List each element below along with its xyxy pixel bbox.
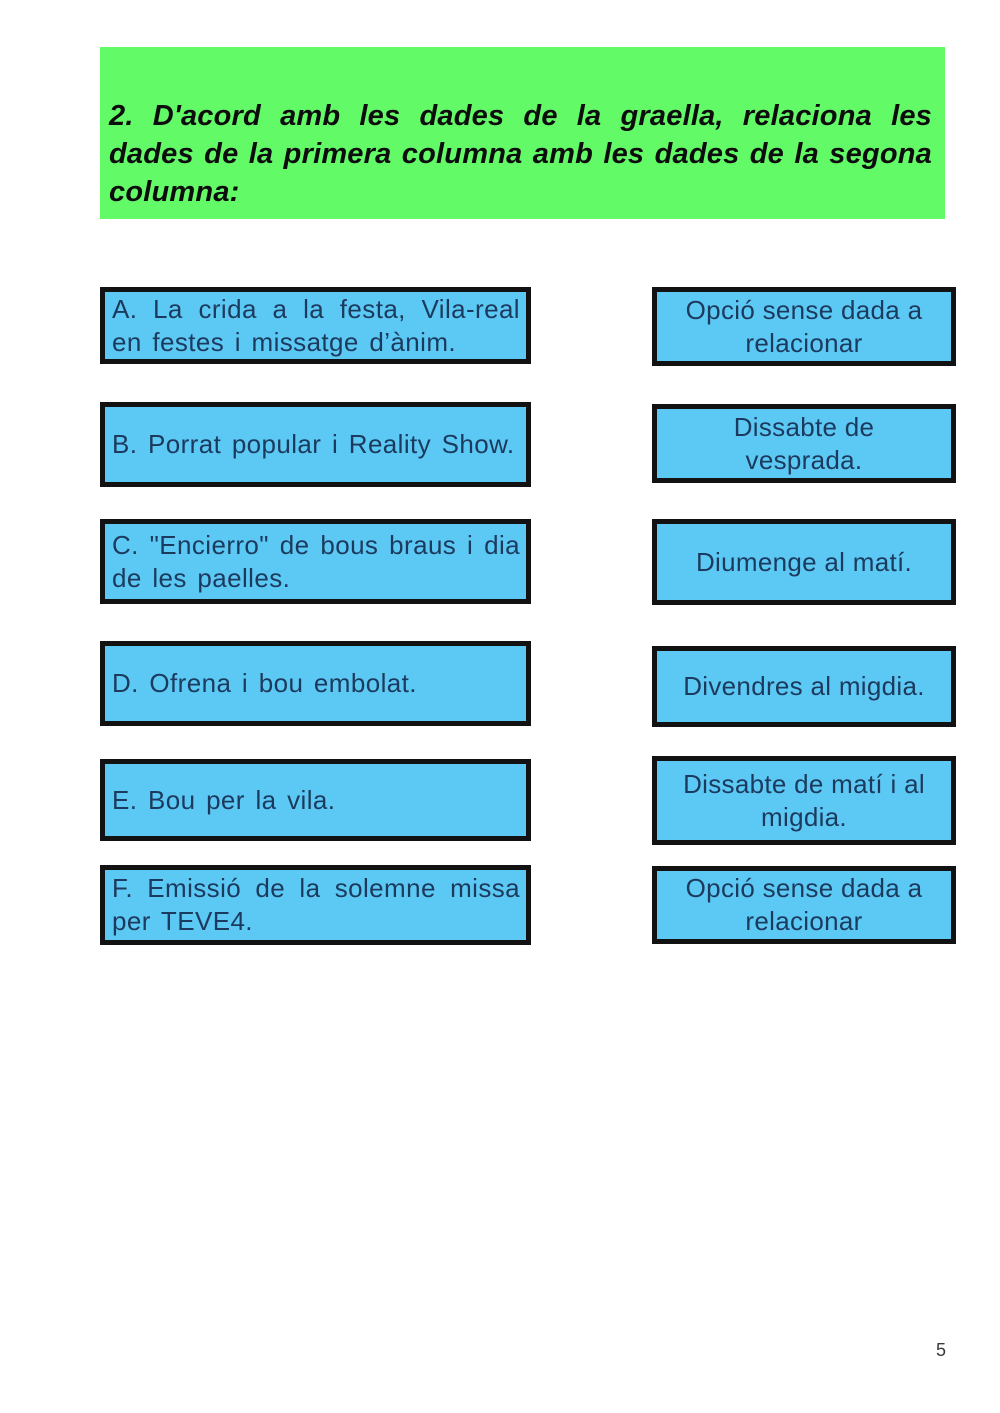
match-right-option-3[interactable]: Diumenge al matí. [652,519,956,605]
match-right-option-1-label: Opció sense dada a relacionar [685,294,923,358]
match-right-option-6-label: Opció sense dada a relacionar [685,873,923,936]
match-left-item-b-label: B. Porrat popular i Reality Show. [112,429,515,459]
match-right-option-6[interactable]: Opció sense dada a relacionar [652,866,956,944]
match-right-option-5[interactable]: Dissabte de matí i al migdia. [652,756,956,845]
instruction-text: 2. D'acord amb les dades de la graella, … [109,100,932,208]
match-left-item-e-label: E. Bou per la vila. [112,784,336,815]
match-left-item-c-label: C. "Encierro" de bous braus i dia de les… [112,529,520,593]
match-left-item-f-label: F. Emissió de la solemne missa per TEVE4… [112,873,520,936]
instruction-banner: 2. D'acord amb les dades de la graella, … [100,47,945,219]
match-right-option-2-label: Dissabte de vesprada. [733,411,875,475]
match-right-option-1[interactable]: Opció sense dada a relacionar [652,287,956,366]
match-left-item-c[interactable]: C. "Encierro" de bous braus i dia de les… [100,519,531,604]
match-left-item-a-label: A. La crida a la festa, Vila-real en fes… [112,293,520,357]
match-right-option-5-label: Dissabte de matí i al migdia. [683,768,925,832]
match-left-item-a[interactable]: A. La crida a la festa, Vila-real en fes… [100,287,531,364]
match-right-option-3-label: Diumenge al matí. [695,546,913,577]
match-left-item-f[interactable]: F. Emissió de la solemne missa per TEVE4… [100,865,531,945]
match-right-option-4-label: Divendres al migdia. [683,671,925,701]
match-right-option-4[interactable]: Divendres al migdia. [652,646,956,727]
page-number: 5 [936,1340,947,1360]
match-right-option-2[interactable]: Dissabte de vesprada. [652,404,956,483]
match-left-item-b[interactable]: B. Porrat popular i Reality Show. [100,402,531,487]
match-left-item-d-label: D. Ofrena i bou embolat. [112,668,417,698]
match-left-item-d[interactable]: D. Ofrena i bou embolat. [100,641,531,726]
match-left-item-e[interactable]: E. Bou per la vila. [100,759,531,841]
